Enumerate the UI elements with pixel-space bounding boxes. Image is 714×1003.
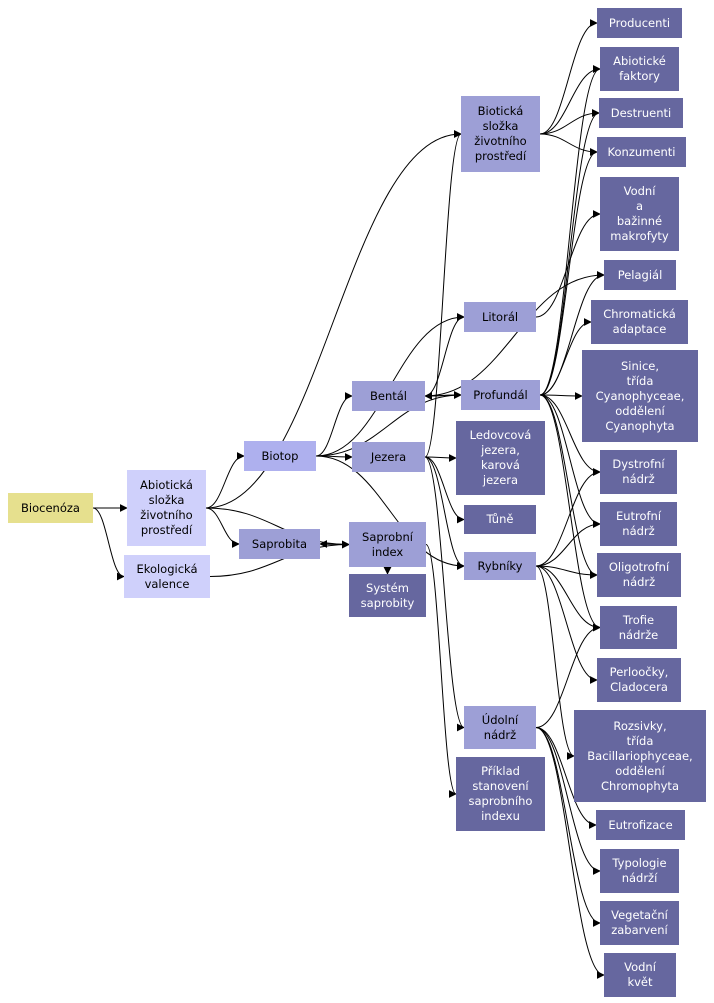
node-producenti[interactable]: Producenti [597,8,682,38]
node-biologicka-slozka[interactable]: Biotická složka životního prostředí [461,96,540,172]
node-system-saprobity[interactable]: Systém saprobity [349,574,426,617]
edge-biologicka-slozka-to-abioticke-faktory [539,65,601,135]
node-perloocky[interactable]: Perloočky, Cladocera [597,658,681,702]
node-biocenoza[interactable]: Biocenóza [8,493,93,523]
node-abioticka-slozka[interactable]: Abiotická složka životního prostředí [127,470,206,546]
node-vegetacni[interactable]: Vegetační zabarvení [600,901,679,945]
edge-rybniky-to-eutrofni [535,520,601,567]
node-chromaticka[interactable]: Chromatická adaptace [591,300,688,344]
edge-jezera-to-rybniky [424,456,465,570]
node-rozsivky[interactable]: Rozsivky, třída Bacillariophyceae, odděl… [574,710,706,802]
edge-profundal-to-bental [424,391,462,400]
node-destruenti[interactable]: Destruenti [599,98,683,128]
node-saprobita[interactable]: Saprobita [239,529,320,559]
edge-profundal-to-sinice [539,391,583,400]
edge-profundal-to-oligotrofni [539,394,598,579]
node-ekologicka-valence[interactable]: Ekologická valence [124,555,210,598]
node-bental[interactable]: Bentál [352,381,425,411]
edge-profundal-to-eutrofni [539,394,601,528]
edge-jezera-to-udolni-nadrz [424,456,465,732]
node-rybniky[interactable]: Rybníky [464,552,536,580]
edge-jezera-to-biologicka-slozka [424,130,462,458]
edge-biotop-to-profundal [315,391,462,457]
edge-saprobni-index-to-saprobita [319,540,350,549]
edge-biotop-to-bental [315,392,353,457]
node-tune[interactable]: Tůně [464,505,536,534]
edge-profundal-to-trofie [539,394,601,632]
node-jezera[interactable]: Jezera [352,442,425,472]
edge-rybniky-to-trofie [535,565,601,632]
node-eutrofni[interactable]: Eutrofní nádrž [600,502,677,546]
edge-jezera-to-ledovcova-jezera [424,453,457,462]
edge-abioticka-slozka-to-saprobita [205,507,240,548]
node-udolni-nadrz[interactable]: Údolní nádrž [464,706,536,749]
edge-biotop-to-rybniky [315,455,465,570]
node-litoral[interactable]: Litorál [464,302,536,332]
edge-profundal-to-chromaticka [539,318,592,396]
edge-rybniky-to-dystrofni [535,468,601,567]
node-biotop[interactable]: Biotop [244,441,316,471]
node-priklad[interactable]: Příklad stanovení saprobního indexu [456,757,545,831]
edge-profundal-to-abioticke-faktory [539,65,601,396]
edge-udolni-nadrz-to-vodni-kvet [535,727,605,979]
edge-abioticka-slozka-to-biologicka-slozka [205,130,462,509]
edge-rybniky-to-perloocky [535,565,598,684]
node-typologie[interactable]: Typologie nádrží [600,849,679,893]
edge-abioticka-slozka-to-saprobni-index [205,507,350,549]
node-saprobni-index[interactable]: Saprobní index [349,522,426,567]
edge-udolni-nadrz-to-trofie [535,623,601,728]
node-abioticke-faktory[interactable]: Abiotické faktory [600,47,679,91]
node-vodni-kvet[interactable]: Vodní květ [604,953,676,997]
edge-abioticka-slozka-to-biotop [205,452,245,509]
edge-rybniky-to-oligotrofni [535,565,598,579]
edge-rybniky-to-rozsivky [535,565,575,760]
node-pelagial[interactable]: Pelagiál [604,260,676,290]
node-eutrofizace[interactable]: Eutrofizace [596,810,685,840]
node-ledovcova-jezera[interactable]: Ledovcová jezera, karová jezera [456,421,545,495]
edge-biologicka-slozka-to-producenti [539,19,598,135]
edge-profundal-to-konzumenti [539,148,598,396]
node-dystrofni[interactable]: Dystrofní nádrž [600,450,677,494]
edge-saprobni-index-to-priklad [425,544,457,798]
edge-profundal-to-dystrofni [539,394,601,476]
node-konzumenti[interactable]: Konzumenti [597,137,686,167]
node-trofie[interactable]: Trofie nádrže [600,606,677,649]
edge-udolni-nadrz-to-vegetacni [535,727,601,927]
edge-udolni-nadrz-to-typologie [535,727,601,875]
node-sinice[interactable]: Sinice, třída Cyanophyceae, oddělení Cya… [582,350,698,442]
edge-bental-to-pelagial [424,271,605,397]
node-vodni-makrofyty[interactable]: Vodní a bažinné makrofyty [600,177,679,251]
edge-jezera-to-tune [424,456,465,524]
edge-ekologicka-valence-to-saprobni-index [209,540,350,577]
node-profundal[interactable]: Profundál [461,380,540,410]
node-oligotrofni[interactable]: Oligotrofní nádrž [597,553,681,597]
edge-biocenoza-to-ekologicka-valence [92,507,125,581]
